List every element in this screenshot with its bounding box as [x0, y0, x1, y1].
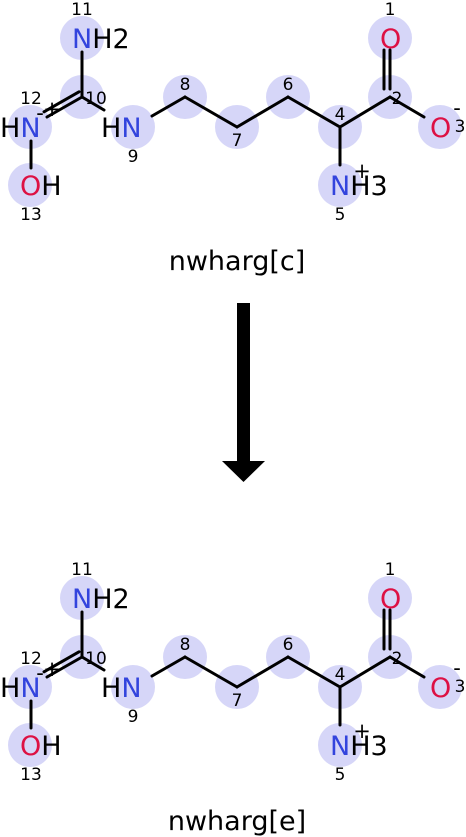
atom-highlight-12	[8, 105, 52, 149]
bond-line	[45, 655, 84, 679]
molecule-name-reactant: nwharg[c]	[169, 246, 306, 277]
atom-charge-5: +	[353, 719, 371, 743]
atom-number-5: 5	[335, 765, 346, 785]
atom-symbol-11: NH2	[72, 584, 130, 615]
reaction-arrow-shaft	[237, 303, 250, 461]
atom-symbol-12: HN	[0, 113, 41, 144]
atom-number-9: 9	[128, 707, 139, 727]
atom-symbol-3: O	[430, 673, 451, 704]
bond-line-double	[42, 90, 81, 114]
atom-number-1: 1	[385, 0, 396, 20]
atom-number-10: 10	[85, 649, 107, 669]
atom-highlight-9	[111, 665, 155, 709]
atom-highlight-5	[318, 723, 362, 767]
atom-number-8: 8	[180, 635, 191, 655]
bond-line	[235, 95, 290, 129]
atom-number-9: 9	[128, 147, 139, 167]
atom-charge-3: -	[453, 96, 461, 120]
atom-number-8: 8	[180, 75, 191, 95]
atom-highlight-5	[318, 163, 362, 207]
atom-number-1: 1	[385, 560, 396, 580]
atom-highlight-3	[418, 665, 462, 709]
atom-number-4: 4	[335, 665, 346, 685]
atom-highlight-12	[8, 665, 52, 709]
atom-number-13: 13	[20, 765, 42, 785]
atom-symbol-9: HN	[101, 113, 142, 144]
reaction-arrow-head	[222, 461, 265, 482]
atom-number-11: 11	[71, 0, 93, 20]
bond-line	[80, 95, 106, 112]
atom-charge-12: -	[36, 101, 44, 125]
bond-line	[183, 95, 239, 129]
bond-line	[235, 655, 290, 689]
atom-number-5: 5	[335, 205, 346, 225]
atom-highlight-13	[8, 163, 52, 207]
bond-line	[45, 95, 84, 119]
bond-line	[183, 655, 239, 689]
bond-line	[150, 655, 187, 678]
atom-charge-10: +	[43, 97, 61, 121]
atom-number-3: 3	[455, 677, 466, 697]
bond-line	[80, 655, 106, 672]
bond-line	[150, 95, 187, 118]
atom-symbol-1: O	[380, 24, 401, 55]
atom-symbol-3: O	[430, 113, 451, 144]
atom-highlight-1	[368, 16, 412, 60]
bond-line	[286, 95, 342, 129]
atom-number-6: 6	[283, 75, 294, 95]
bond-line	[286, 655, 342, 689]
bond-line-double	[42, 650, 81, 674]
atom-number-4: 4	[335, 105, 346, 125]
atom-number-2: 2	[392, 649, 403, 669]
atom-symbol-9: HN	[101, 673, 142, 704]
atom-highlight-11	[60, 576, 104, 620]
atom-highlight-1	[368, 576, 412, 620]
atom-number-12: 12	[20, 89, 42, 109]
atom-symbol-13: OH	[20, 731, 62, 762]
atom-symbol-5: NH3	[330, 171, 388, 202]
atom-charge-5: +	[353, 159, 371, 183]
atom-charge-12: -	[36, 661, 44, 685]
atom-number-10: 10	[85, 89, 107, 109]
atom-number-13: 13	[20, 205, 42, 225]
atom-symbol-11: NH2	[72, 24, 130, 55]
atom-number-6: 6	[283, 635, 294, 655]
atom-charge-3: -	[453, 656, 461, 680]
reaction-arrow	[222, 303, 265, 482]
atom-number-3: 3	[455, 117, 466, 137]
atom-symbol-13: OH	[20, 171, 62, 202]
molecule-name-product: nwharg[e]	[168, 806, 306, 837]
atom-symbol-5: NH3	[330, 731, 388, 762]
atom-highlight-13	[8, 723, 52, 767]
bond-line	[388, 655, 426, 679]
atom-highlight-9	[111, 105, 155, 149]
atom-highlight-3	[418, 105, 462, 149]
atom-number-2: 2	[392, 89, 403, 109]
bond-line	[338, 95, 392, 129]
atom-number-7: 7	[232, 131, 243, 151]
atom-number-12: 12	[20, 649, 42, 669]
atom-charge-10: +	[43, 657, 61, 681]
bond-line	[388, 95, 426, 119]
atom-highlight-11	[60, 16, 104, 60]
atom-number-7: 7	[232, 691, 243, 711]
atom-number-11: 11	[71, 560, 93, 580]
atom-symbol-1: O	[380, 584, 401, 615]
atom-symbol-12: HN	[0, 673, 41, 704]
bond-line	[338, 655, 392, 689]
